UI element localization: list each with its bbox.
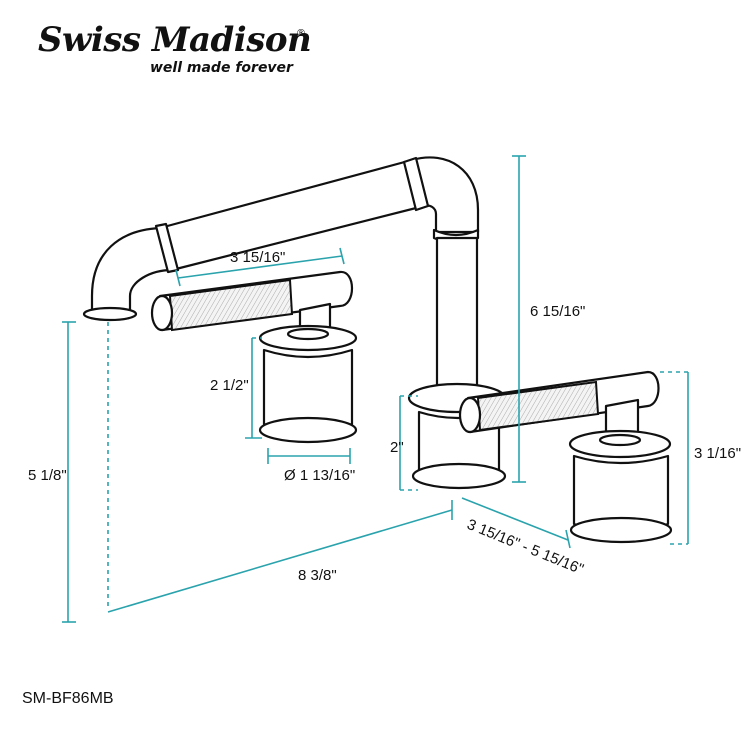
label-base-height: 2 1/2" [210,377,249,394]
brand-name: Swiss Madison [38,20,312,60]
right-handle [458,370,673,544]
model-number: SM-BF86MB [22,690,114,707]
left-handle [150,270,358,444]
faucet-spout [82,156,507,490]
brand-tagline: well made forever [150,60,293,76]
label-handle-length: 3 15/16" [230,249,285,266]
label-spout-base-height: 2" [390,439,404,456]
dim-line-total-reach [107,509,453,613]
spout-outlet [82,306,138,322]
label-base-diameter: Ø 1 13/16" [284,467,355,484]
label-spread: 3 15/16" - 5 15/16" [465,516,586,578]
brand-logo: Swiss Madison ® well made forever [38,16,312,78]
dim-line-spread [461,497,569,541]
dimension-lines [62,155,689,623]
registered-mark: ® [296,28,306,39]
label-spout-to-floor: 5 1/8" [28,467,67,484]
label-spout-height: 6 15/16" [530,303,585,320]
label-total-reach: 8 3/8" [298,567,337,584]
dim-line-handle-length [177,255,343,279]
label-right-handle-height: 3 1/16" [694,445,741,462]
